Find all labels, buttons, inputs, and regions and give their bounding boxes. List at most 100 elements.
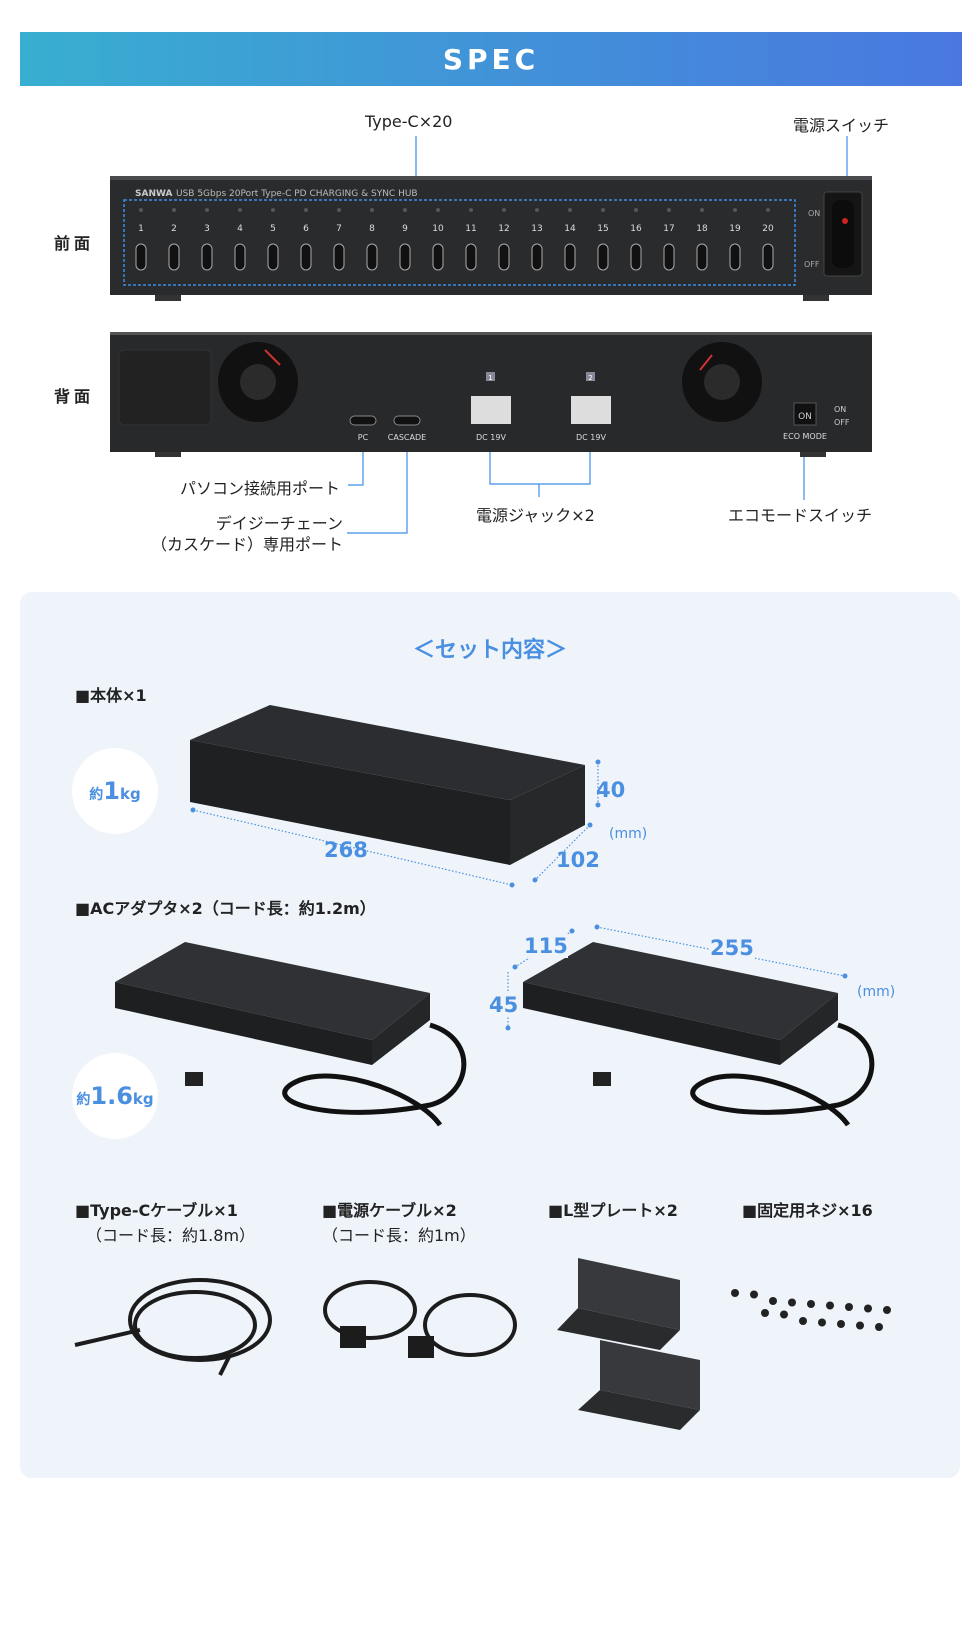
port-number: 3 (204, 224, 210, 234)
type-c-port-icon (696, 243, 708, 271)
eco-on-label: ON (834, 405, 846, 414)
hub-width-dimension: 268 (324, 838, 368, 862)
adapter-depth-dimension: 115 (524, 934, 568, 958)
fan-icon (682, 342, 762, 422)
port-led (766, 208, 770, 212)
port-led (733, 208, 737, 212)
rear-side-label: 背面 (54, 387, 95, 406)
screw-icon (826, 1301, 834, 1310)
banner-title: SPEC (442, 42, 540, 76)
dc-jack-icon (471, 396, 511, 424)
type-c-port-icon (432, 243, 444, 271)
fan-icon (218, 342, 298, 422)
weight-value: 1 (103, 777, 120, 805)
port-led (469, 208, 473, 212)
port-led (337, 208, 341, 212)
port-number: 5 (270, 224, 276, 234)
eco-switch-icon (793, 402, 817, 426)
type-c-port-icon (267, 243, 279, 271)
type-c-port-icon (729, 243, 741, 271)
port-led (139, 208, 143, 212)
port-number: 14 (564, 224, 576, 234)
screw-icon (864, 1304, 872, 1313)
port-led (304, 208, 308, 212)
jack2-label: DC 19V (576, 433, 606, 442)
port-number: 16 (630, 224, 642, 234)
port-led (403, 208, 407, 212)
port-led (700, 208, 704, 212)
hub-unit: (mm) (609, 826, 648, 842)
screw-icon (788, 1298, 796, 1307)
type-c-port-icon (630, 243, 642, 271)
weight-value: 1.6 (90, 1082, 133, 1110)
device-diagram: SANWA USB 5Gbps 20Port Type-C PD CHARGIN… (110, 136, 872, 534)
screw-icon (780, 1310, 788, 1319)
accessory-images (74, 1258, 891, 1430)
port-led (370, 208, 374, 212)
callout-type-c-ports: Type-C×20 (365, 112, 453, 131)
jack1-label: DC 19V (476, 433, 506, 442)
set-contents-title: ＜セット内容＞ (412, 638, 567, 663)
port-number: 18 (696, 224, 708, 234)
type-c-port-icon (663, 243, 675, 271)
port-number: 8 (369, 224, 375, 234)
jack1-number: 1 (488, 374, 492, 382)
screw-icon (856, 1321, 864, 1330)
port-number: 7 (336, 224, 342, 234)
rear-panel-image: PC CASCADE 1 2 DC 19V DC 19V ON ON OFF E… (110, 332, 872, 457)
screw-icon (769, 1297, 777, 1305)
adapter-product-images (115, 924, 875, 1127)
item-heading-type-c-cable: ■Type-Cケーブル×1 (75, 1201, 238, 1220)
screw-icon (818, 1318, 826, 1327)
item-heading-screws: ■固定用ネジ×16 (742, 1201, 873, 1220)
port-led (238, 208, 242, 212)
adapter-unit: (mm) (857, 984, 896, 1000)
cascade-port-icon (393, 415, 421, 426)
item-sub-type-c-cable: （コード長：約1.8m） (86, 1226, 256, 1245)
port-number: 12 (498, 224, 509, 234)
screws-image (731, 1289, 891, 1331)
screw-icon (731, 1289, 739, 1297)
callout-eco-switch: エコモードスイッチ (728, 506, 873, 525)
port-led (271, 208, 275, 212)
type-c-port-icon (564, 243, 576, 271)
port-number: 6 (303, 224, 309, 234)
screw-icon (750, 1290, 758, 1299)
ac-adapter-image (115, 942, 467, 1127)
pc-port-icon (349, 415, 377, 426)
port-number: 11 (465, 224, 476, 234)
type-c-port-icon (300, 243, 312, 271)
front-side-label: 前面 (54, 234, 95, 253)
port-number: 20 (762, 224, 774, 234)
pc-label: PC (358, 433, 369, 442)
weight-prefix: 約 (76, 1092, 91, 1108)
type-c-port-icon (168, 243, 180, 271)
cascade-label: CASCADE (388, 433, 426, 442)
port-led (667, 208, 671, 212)
callout-cascade-1: デイジーチェーン (215, 514, 343, 533)
port-number: 17 (663, 224, 674, 234)
type-c-port-icon (498, 243, 510, 271)
type-c-port-icon (135, 243, 147, 271)
type-c-port-icon (597, 243, 609, 271)
adapter-width-dimension: 255 (710, 936, 754, 960)
hub-product-image (190, 705, 601, 888)
screw-icon (837, 1320, 845, 1328)
weight-prefix: 約 (89, 787, 104, 803)
callout-cascade-2: （カスケード）専用ポート (150, 535, 343, 554)
screw-icon (875, 1323, 883, 1331)
type-c-port-icon (366, 243, 378, 271)
front-panel-image: SANWA USB 5Gbps 20Port Type-C PD CHARGIN… (110, 176, 872, 301)
port-number: 9 (402, 224, 408, 234)
screw-icon (761, 1309, 769, 1317)
port-number: 4 (237, 224, 243, 234)
screw-icon (845, 1303, 853, 1311)
type-c-port-icon (531, 243, 543, 271)
port-number: 1 (138, 224, 144, 234)
type-c-cable-image (74, 1278, 272, 1376)
dc-jack-icon (571, 396, 611, 424)
l-plate-image (557, 1258, 700, 1430)
port-led (436, 208, 440, 212)
port-led (601, 208, 605, 212)
